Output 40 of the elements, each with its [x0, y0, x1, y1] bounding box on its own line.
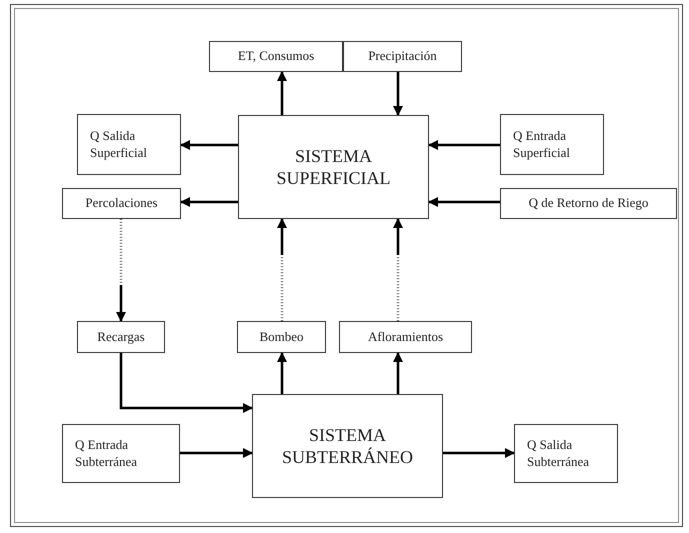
node-label: Q de Retorno de Riego — [528, 195, 648, 212]
arrow — [277, 71, 287, 115]
node-label: ET, Consumos — [238, 48, 314, 65]
process-box — [77, 321, 165, 353]
arrow — [393, 72, 403, 116]
node-label: Percolaciones — [85, 195, 158, 212]
node-label: Recargas — [97, 328, 145, 346]
node-label: Bombeo — [259, 328, 304, 346]
arrow — [277, 218, 287, 321]
node-label: SISTEMA SUBTERRÁNEO — [282, 424, 413, 468]
process-box — [209, 41, 343, 72]
arrow — [393, 352, 403, 394]
arrow — [180, 197, 238, 207]
process-box — [237, 321, 326, 353]
process-box — [62, 188, 181, 219]
arrow — [393, 218, 403, 321]
process-box — [339, 321, 472, 353]
node-label: Q Entrada Superficial — [513, 128, 572, 161]
node-label: Q Salida Subterránea — [527, 437, 590, 470]
process-box — [500, 188, 677, 219]
node-label: Precipitación — [368, 48, 437, 65]
node-label: Q Entrada Subterránea — [75, 437, 138, 470]
process-box — [500, 114, 604, 175]
node-label: Afloramientos — [368, 328, 444, 346]
process-box — [514, 424, 618, 483]
node-label: SISTEMA SUPERFICIAL — [275, 144, 392, 190]
process-box — [77, 114, 181, 175]
node-label: Q Salida Superficial — [90, 128, 148, 161]
arrow — [277, 352, 287, 394]
process-box — [343, 41, 462, 72]
system-box — [238, 115, 429, 219]
arrow — [116, 219, 126, 322]
arrow — [428, 197, 500, 207]
arrow — [428, 140, 500, 150]
arrow — [180, 448, 253, 458]
arrow — [443, 448, 515, 458]
system-box — [252, 394, 443, 498]
arrow — [180, 140, 238, 150]
process-box — [62, 424, 180, 483]
arrow — [120, 353, 253, 413]
